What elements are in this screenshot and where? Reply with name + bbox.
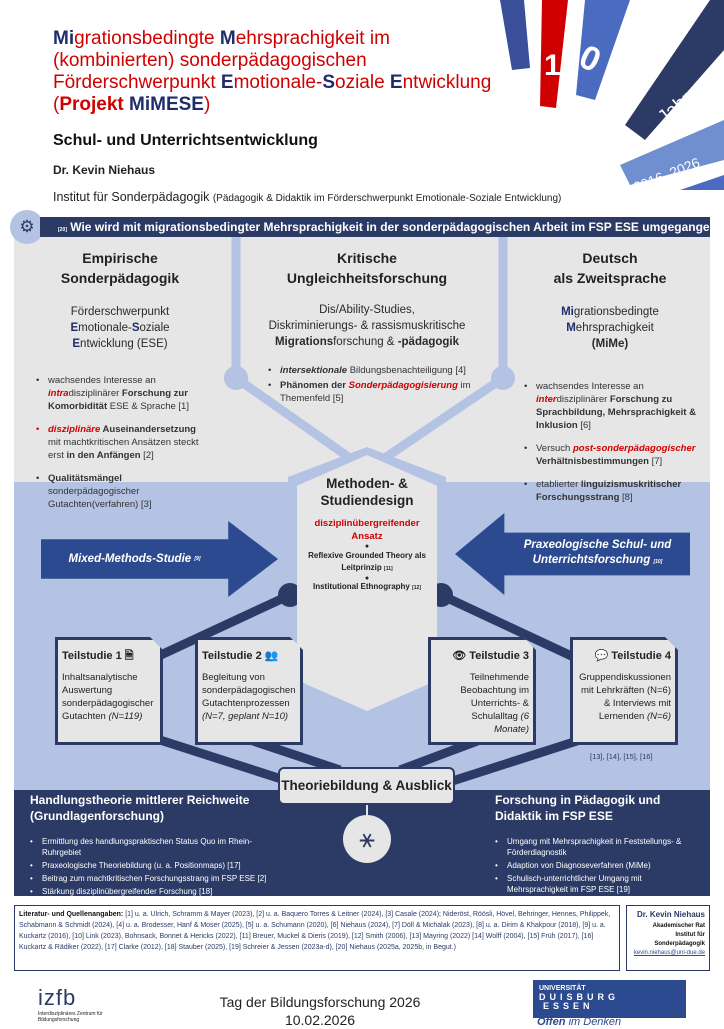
research-question-icon: ⚙ bbox=[10, 210, 44, 244]
eye-icon: 👁 bbox=[452, 650, 467, 662]
author: Dr. Kevin Niehaus bbox=[53, 163, 156, 177]
ten-years-badge: 1 0 Jahre 2016–2026 bbox=[500, 0, 724, 190]
teilstudie-1: Teilstudie 1 🗎Inhaltsanalytische Auswert… bbox=[55, 637, 163, 745]
bullet: wachsendes Interesse an intradisziplinär… bbox=[36, 374, 210, 413]
consultation-icon: 👥 bbox=[264, 650, 279, 662]
bullet: Phänomen der Sonderpädagogisierung im Th… bbox=[268, 379, 484, 405]
poster-title: Migrationsbedingte Mehrsprachigkeit im (… bbox=[53, 28, 492, 115]
network-icon: ⚹ bbox=[343, 815, 391, 863]
references: Literatur- und Quellenangaben: [1] u. a.… bbox=[14, 905, 620, 971]
chat-icon: 💬 bbox=[594, 650, 609, 662]
contact-box: Dr. Kevin Niehaus Akademischer Rat Insti… bbox=[626, 905, 710, 971]
bullet: Versuch post-sonderpädagogischer Verhält… bbox=[524, 442, 700, 468]
izfb-logo: izfb Interdisziplinäres Zentrum für Bild… bbox=[38, 985, 103, 1023]
subtitle: Schul- und Unterrichtsentwicklung bbox=[53, 132, 318, 149]
badge-one: 1 bbox=[544, 49, 561, 82]
outlook-left: Handlungstheorie mittlerer Reichweite (G… bbox=[30, 792, 280, 899]
bullet: Qualitätsmängel sonderpädagogischer Guta… bbox=[36, 472, 210, 511]
slogan: Offen im Denken bbox=[537, 1016, 622, 1028]
theory-outlook-box: Theoriebildung & Ausblick bbox=[278, 767, 455, 805]
studies-references: [13], [14], [15], [16] bbox=[590, 752, 653, 761]
email-link[interactable]: kevin.niehaus@uni-due.de bbox=[633, 950, 705, 956]
methods-hexagon bbox=[297, 455, 437, 711]
methods-design: Methoden- &Studiendesign disziplinübergr… bbox=[308, 476, 426, 591]
outlook-right: Forschung in Pädagogik und Didaktik im F… bbox=[495, 792, 695, 897]
teilstudie-2: Teilstudie 2 👥Begleitung von sonderpädag… bbox=[195, 637, 303, 745]
document-icon: 🗎 bbox=[124, 650, 134, 662]
bullet: intersektionale Bildungsbenachteiligung … bbox=[268, 364, 484, 377]
institute: Institut für Sonderpädagogik (Pädagogik … bbox=[53, 190, 562, 204]
bullet: wachsendes Interesse an interdisziplinär… bbox=[524, 380, 700, 432]
bullet: disziplinäre Auseinandersetzung mit mach… bbox=[36, 423, 210, 462]
bullet: etablierter linguizismuskritischer Forsc… bbox=[524, 478, 700, 504]
research-question: [20] Wie wird mit migrationsbedingter Me… bbox=[40, 217, 724, 237]
